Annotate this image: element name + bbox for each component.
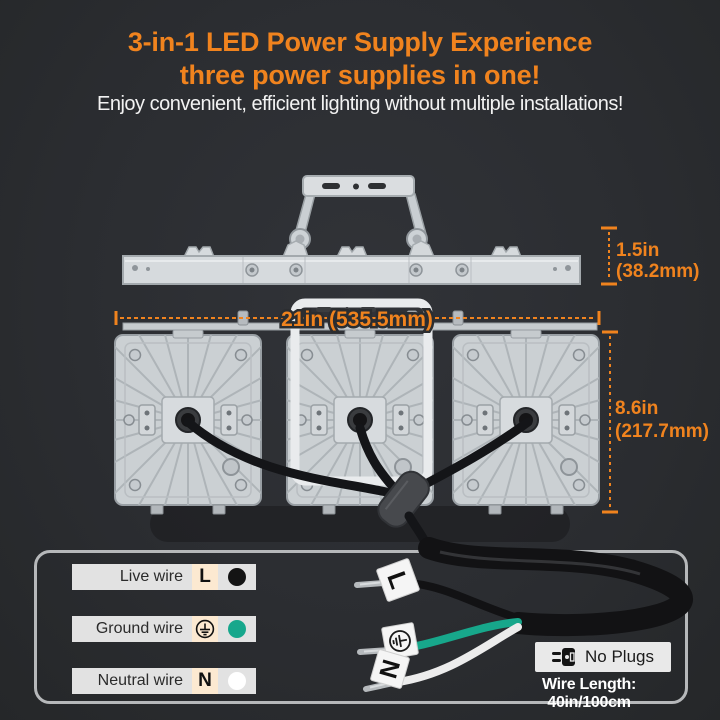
page-title-line2: three power supplies in one! bbox=[179, 60, 541, 90]
ground-wire-color-dot bbox=[228, 620, 246, 638]
neutral-wire-symbol: N bbox=[192, 668, 218, 694]
bracket-illustration bbox=[289, 175, 428, 250]
side-view-illustration bbox=[122, 240, 581, 285]
legend-row-ground-wire: Ground wire bbox=[72, 616, 256, 642]
page-subtitle: Enjoy convenient, efficient lighting wit… bbox=[97, 93, 623, 115]
plug-icon bbox=[552, 648, 575, 666]
width-label: 21in (535.5mm) bbox=[281, 308, 433, 331]
neutral-wire-tag: N bbox=[370, 649, 410, 689]
module-cables bbox=[183, 417, 533, 497]
ground-wire-label: Ground wire bbox=[72, 616, 192, 642]
live-wire-tag: L bbox=[376, 558, 420, 602]
wire-length-label: Wire Length: 40in/100cm bbox=[541, 676, 637, 711]
neutral-wire-label: Neutral wire bbox=[72, 668, 192, 694]
legend-row-live-wire: Live wire L bbox=[72, 564, 256, 590]
dimension-bracket-height: 1.5in (38.2mm) bbox=[601, 226, 699, 286]
no-plugs-badge: No Plugs bbox=[535, 642, 671, 672]
dimension-width: 21in (535.5mm) bbox=[114, 306, 601, 334]
body-height-inches: 8.6in bbox=[615, 398, 658, 419]
ground-symbol-icon bbox=[195, 619, 215, 639]
no-plugs-label: No Plugs bbox=[585, 647, 654, 666]
cable-illustration: L N bbox=[354, 537, 693, 692]
neutral-wire-color-dot bbox=[228, 672, 246, 690]
body-height-mm: (217.7mm) bbox=[615, 421, 709, 442]
dimension-body-height: 8.6in (217.7mm) bbox=[602, 330, 709, 514]
ground-symbol-icon bbox=[389, 630, 411, 652]
page-title-line1: 3-in-1 LED Power Supply Experience bbox=[127, 27, 593, 57]
mounting-rail bbox=[122, 310, 598, 331]
legend-row-neutral-wire: Neutral wire N bbox=[72, 668, 256, 694]
bracket-height-inches: 1.5in bbox=[616, 240, 659, 261]
cable-junction bbox=[377, 470, 430, 528]
wire-info-panel bbox=[34, 550, 688, 704]
center-bracket-frame bbox=[290, 298, 433, 486]
bracket-height-mm: (38.2mm) bbox=[616, 261, 699, 282]
live-wire-symbol: L bbox=[192, 564, 218, 590]
live-wire-label: Live wire bbox=[72, 564, 192, 590]
live-wire-color-dot bbox=[228, 568, 246, 586]
